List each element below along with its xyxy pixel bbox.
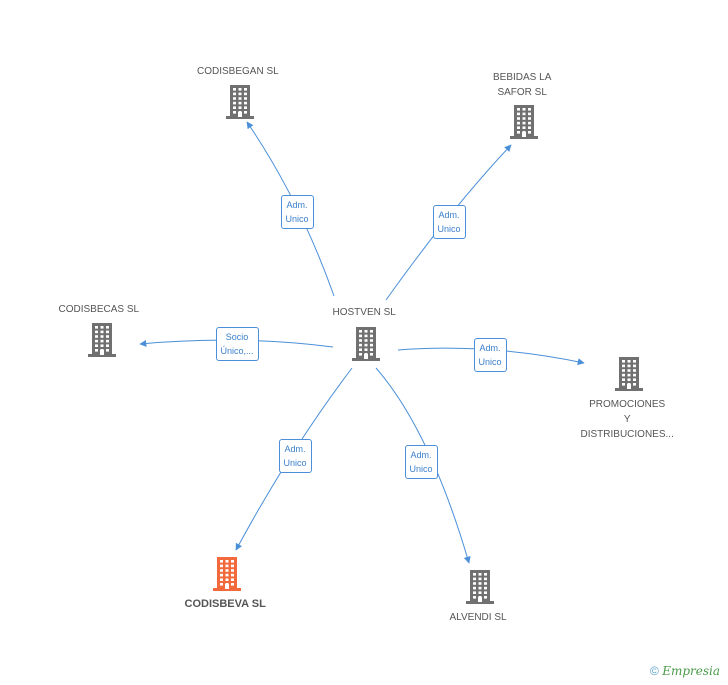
node-label-line: BEBIDAS LA xyxy=(493,72,552,83)
edge-label-line: Adm. xyxy=(284,444,306,454)
edge-label-codisbegan[interactable]: Adm. Unico xyxy=(280,195,314,229)
edge-label-bebidas[interactable]: Adm. Unico xyxy=(432,205,466,239)
node-label-line: SAFOR SL xyxy=(497,87,547,98)
node-label-line: HOSTVEN SL xyxy=(332,307,396,318)
node-label-codisbegan[interactable]: CODISBEGAN SL xyxy=(197,64,279,79)
node-label-line: CODISBEGAN SL xyxy=(197,66,279,77)
edge-label-line: Unico xyxy=(409,464,433,474)
node-label-codisbeva[interactable]: CODISBEVA SL xyxy=(185,597,266,612)
edge-label-alvendi[interactable]: Adm. Unico xyxy=(404,445,438,479)
edge-label-line: Unico xyxy=(478,357,502,367)
node-label-bebidas[interactable]: BEBIDAS LA SAFOR SL xyxy=(493,70,551,100)
building-icon[interactable] xyxy=(224,85,256,124)
node-label-line: CODISBEVA SL xyxy=(184,598,266,610)
building-icon[interactable] xyxy=(350,327,382,366)
edge-label-promociones[interactable]: Adm. Unico xyxy=(473,338,507,372)
edge-label-line: Adm. xyxy=(410,450,432,460)
edge-label-line: Adm. xyxy=(479,343,501,353)
edge-label-line: Unico xyxy=(437,224,461,234)
building-icon[interactable] xyxy=(613,357,645,396)
edge-label-line: Unico xyxy=(285,214,309,224)
brand-name: Empresia xyxy=(662,664,720,678)
node-label-line: PROMOCIONES xyxy=(589,399,666,410)
node-label-hostven[interactable]: HOSTVEN SL xyxy=(333,305,396,320)
edge-label-codisbeva[interactable]: Adm. Unico xyxy=(278,439,312,473)
building-icon[interactable] xyxy=(508,105,540,144)
copyright-symbol: © xyxy=(650,664,659,678)
node-label-line: ALVENDI SL xyxy=(449,612,507,623)
edge-label-line: Socio xyxy=(225,332,249,342)
edge-label-line: Adm. xyxy=(286,200,308,210)
building-icon[interactable] xyxy=(211,557,243,596)
edge-label-line: Único,... xyxy=(220,346,254,356)
building-icon[interactable] xyxy=(464,570,496,609)
node-label-line: Y xyxy=(623,414,631,425)
node-label-promociones[interactable]: PROMOCIONES Y DISTRIBUCIONES... xyxy=(581,397,674,442)
footer-brand[interactable]: © Empresia xyxy=(650,664,720,678)
node-label-codisbecas[interactable]: CODISBECAS SL xyxy=(59,302,140,317)
edge-label-line: Adm. xyxy=(438,210,460,220)
node-label-line: CODISBECAS SL xyxy=(58,304,140,315)
building-icon[interactable] xyxy=(86,323,118,362)
edge-label-line: Unico xyxy=(283,458,307,468)
node-label-alvendi[interactable]: ALVENDI SL xyxy=(450,610,507,625)
node-label-line: DISTRIBUCIONES... xyxy=(580,429,674,440)
